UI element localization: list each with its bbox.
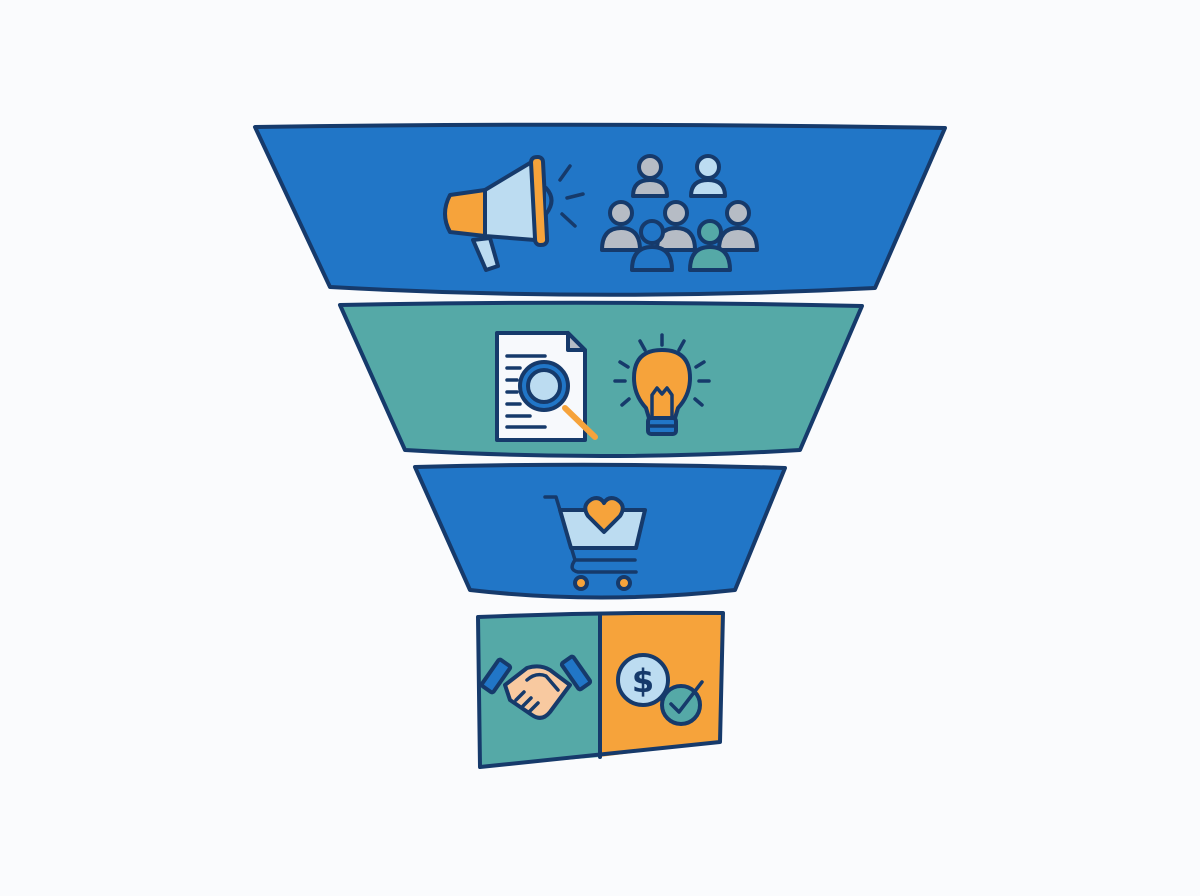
coin-dollar-symbol: $ — [632, 662, 654, 700]
megaphone-icon — [443, 154, 585, 272]
crowd-icon — [600, 154, 759, 272]
dollar-check-icon: $ — [616, 653, 704, 726]
stage-2-band — [338, 300, 864, 458]
funnel-stage-desire — [413, 462, 787, 600]
document-search-icon — [495, 331, 598, 442]
lightbulb-icon — [613, 333, 711, 436]
funnel-stage-action: $ — [476, 610, 725, 769]
stage-1-band — [253, 122, 947, 297]
funnel-stage-interest — [338, 300, 864, 458]
funnel-stage-awareness — [253, 122, 947, 297]
cart-heart-icon — [543, 495, 647, 591]
handshake-icon — [479, 654, 593, 720]
